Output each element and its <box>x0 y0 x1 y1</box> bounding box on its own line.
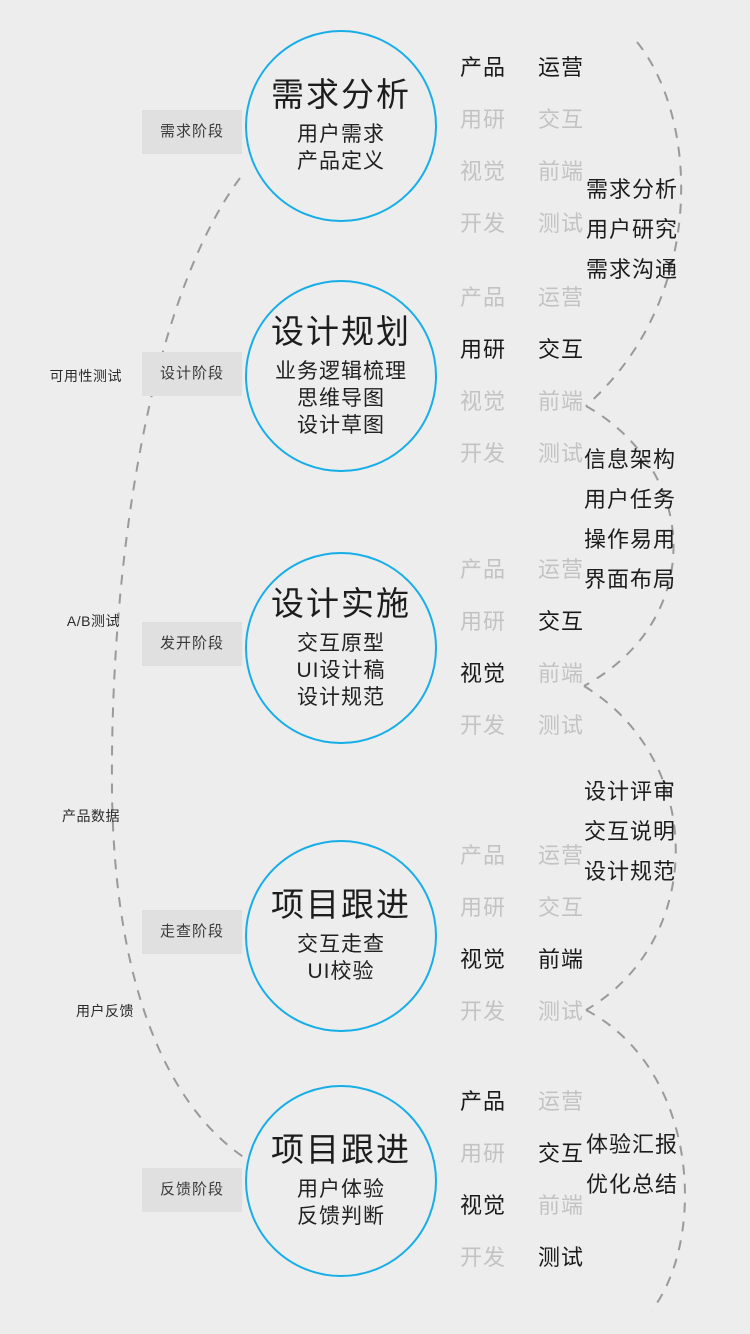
stage-circle-2[interactable]: 设计规划 业务逻辑梳理 思维导图 设计草图 <box>245 280 437 472</box>
output-list-3: 设计评审 交互说明 设计规范 <box>584 772 676 892</box>
role-chip-视觉[interactable]: 视觉 <box>459 159 506 184</box>
role-chip-测试[interactable]: 测试 <box>537 999 584 1024</box>
role-chip-测试[interactable]: 测试 <box>537 211 584 236</box>
role-grid-2: 产品 运营 用研 交互 视觉 前端 开发 测试 <box>452 272 592 480</box>
loop-label-ab-test: A/B测试 <box>66 613 120 629</box>
output-line: 体验汇报 <box>586 1132 679 1157</box>
role-chip-运营[interactable]: 运营 <box>537 843 584 868</box>
role-grid-5: 产品 运营 用研 交互 视觉 前端 开发 测试 <box>452 1076 592 1284</box>
stage-subtitle-2: 业务逻辑梳理 思维导图 设计草图 <box>275 358 407 440</box>
output-list-2: 信息架构 用户任务 操作易用 界面布局 <box>584 440 676 600</box>
stage-sub-line: 交互走查 <box>297 933 385 957</box>
stage-circle-3[interactable]: 设计实施 交互原型 UI设计稿 设计规范 <box>245 552 437 744</box>
stage-sub-line: 用户需求 <box>297 123 385 147</box>
role-chip-前端[interactable]: 前端 <box>537 1193 584 1218</box>
output-line: 用户任务 <box>584 487 677 512</box>
role-chip-产品[interactable]: 产品 <box>459 285 506 310</box>
output-line: 信息架构 <box>584 447 677 472</box>
loop-label-user-feedback: 用户反馈 <box>76 1003 134 1019</box>
loop-label-product-data: 产品数据 <box>62 808 120 824</box>
output-line: 设计评审 <box>584 779 677 804</box>
role-chip-产品[interactable]: 产品 <box>459 1089 506 1114</box>
role-chip-测试[interactable]: 测试 <box>537 441 584 466</box>
role-chip-视觉[interactable]: 视觉 <box>459 1193 506 1218</box>
stage-subtitle-3: 交互原型 UI设计稿 设计规范 <box>297 630 386 712</box>
role-grid-4: 产品 运营 用研 交互 视觉 前端 开发 测试 <box>452 830 592 1038</box>
role-chip-用研[interactable]: 用研 <box>459 895 506 920</box>
stage-sub-line: 交互原型 <box>297 631 385 655</box>
stage-sub-line: 设计规范 <box>297 686 385 710</box>
role-chip-开发[interactable]: 开发 <box>459 1245 506 1270</box>
role-chip-用研[interactable]: 用研 <box>459 1141 506 1166</box>
stage-chip-1[interactable]: 需求阶段 <box>142 110 242 154</box>
role-chip-前端[interactable]: 前端 <box>537 947 584 972</box>
output-line: 界面布局 <box>584 567 677 592</box>
role-chip-视觉[interactable]: 视觉 <box>459 661 506 686</box>
role-chip-测试[interactable]: 测试 <box>537 1245 584 1270</box>
stage-title-2: 设计规划 <box>271 312 411 350</box>
stage-circle-4[interactable]: 项目跟进 交互走查 UI校验 <box>245 840 437 1032</box>
stage-chip-3[interactable]: 发开阶段 <box>142 622 242 666</box>
role-chip-前端[interactable]: 前端 <box>537 389 584 414</box>
role-chip-交互[interactable]: 交互 <box>537 1141 584 1166</box>
role-chip-交互[interactable]: 交互 <box>537 895 584 920</box>
role-chip-运营[interactable]: 运营 <box>537 285 584 310</box>
role-chip-测试[interactable]: 测试 <box>537 713 584 738</box>
stage-sub-line: UI设计稿 <box>296 658 386 682</box>
stage-subtitle-5: 用户体验 反馈判断 <box>297 1176 385 1231</box>
stage-sub-line: 用户体验 <box>297 1178 385 1202</box>
role-chip-开发[interactable]: 开发 <box>459 441 506 466</box>
role-chip-产品[interactable]: 产品 <box>459 557 506 582</box>
output-line: 交互说明 <box>584 819 677 844</box>
output-line: 需求分析 <box>586 177 679 202</box>
role-chip-视觉[interactable]: 视觉 <box>459 389 506 414</box>
output-list-4: 体验汇报 优化总结 <box>586 1125 678 1205</box>
role-chip-开发[interactable]: 开发 <box>459 999 506 1024</box>
stage-sub-line: 设计草图 <box>297 414 385 438</box>
output-list-1: 需求分析 用户研究 需求沟通 <box>586 170 678 290</box>
role-chip-前端[interactable]: 前端 <box>537 661 584 686</box>
stage-title-5: 项目跟进 <box>271 1131 411 1169</box>
role-chip-运营[interactable]: 运营 <box>537 55 584 80</box>
output-line: 用户研究 <box>586 217 679 242</box>
stage-chip-4[interactable]: 走查阶段 <box>142 910 242 954</box>
role-chip-产品[interactable]: 产品 <box>459 55 506 80</box>
role-chip-用研[interactable]: 用研 <box>459 107 506 132</box>
stage-title-1: 需求分析 <box>271 76 411 114</box>
role-chip-前端[interactable]: 前端 <box>537 159 584 184</box>
role-chip-交互[interactable]: 交互 <box>537 609 584 634</box>
stage-subtitle-1: 用户需求 产品定义 <box>297 121 385 176</box>
stage-subtitle-4: 交互走查 UI校验 <box>297 931 385 986</box>
role-grid-3: 产品 运营 用研 交互 视觉 前端 开发 测试 <box>452 544 592 752</box>
role-chip-用研[interactable]: 用研 <box>459 609 506 634</box>
loop-label-usability-test: 可用性测试 <box>49 368 122 384</box>
stage-sub-line: 业务逻辑梳理 <box>275 359 407 383</box>
stage-sub-line: 反馈判断 <box>297 1205 385 1229</box>
stage-sub-line: 思维导图 <box>297 386 385 410</box>
stage-title-3: 设计实施 <box>271 584 411 622</box>
output-line: 操作易用 <box>584 527 677 552</box>
role-chip-开发[interactable]: 开发 <box>459 713 506 738</box>
role-chip-开发[interactable]: 开发 <box>459 211 506 236</box>
stage-chip-2[interactable]: 设计阶段 <box>142 352 242 396</box>
role-chip-运营[interactable]: 运营 <box>537 1089 584 1114</box>
output-line: 设计规范 <box>584 859 677 884</box>
role-chip-视觉[interactable]: 视觉 <box>459 947 506 972</box>
stage-title-4: 项目跟进 <box>271 886 411 924</box>
role-chip-交互[interactable]: 交互 <box>537 107 584 132</box>
stage-chip-5[interactable]: 反馈阶段 <box>142 1168 242 1212</box>
stage-circle-1[interactable]: 需求分析 用户需求 产品定义 <box>245 30 437 222</box>
role-chip-运营[interactable]: 运营 <box>537 557 584 582</box>
output-line: 优化总结 <box>586 1172 679 1197</box>
role-chip-产品[interactable]: 产品 <box>459 843 506 868</box>
role-chip-交互[interactable]: 交互 <box>537 337 584 362</box>
role-grid-1: 产品 运营 用研 交互 视觉 前端 开发 测试 <box>452 42 592 250</box>
output-line: 需求沟通 <box>586 257 679 282</box>
stage-circle-5[interactable]: 项目跟进 用户体验 反馈判断 <box>245 1085 437 1277</box>
stage-sub-line: 产品定义 <box>297 150 385 174</box>
role-chip-用研[interactable]: 用研 <box>459 337 506 362</box>
stage-sub-line: UI校验 <box>307 960 375 984</box>
